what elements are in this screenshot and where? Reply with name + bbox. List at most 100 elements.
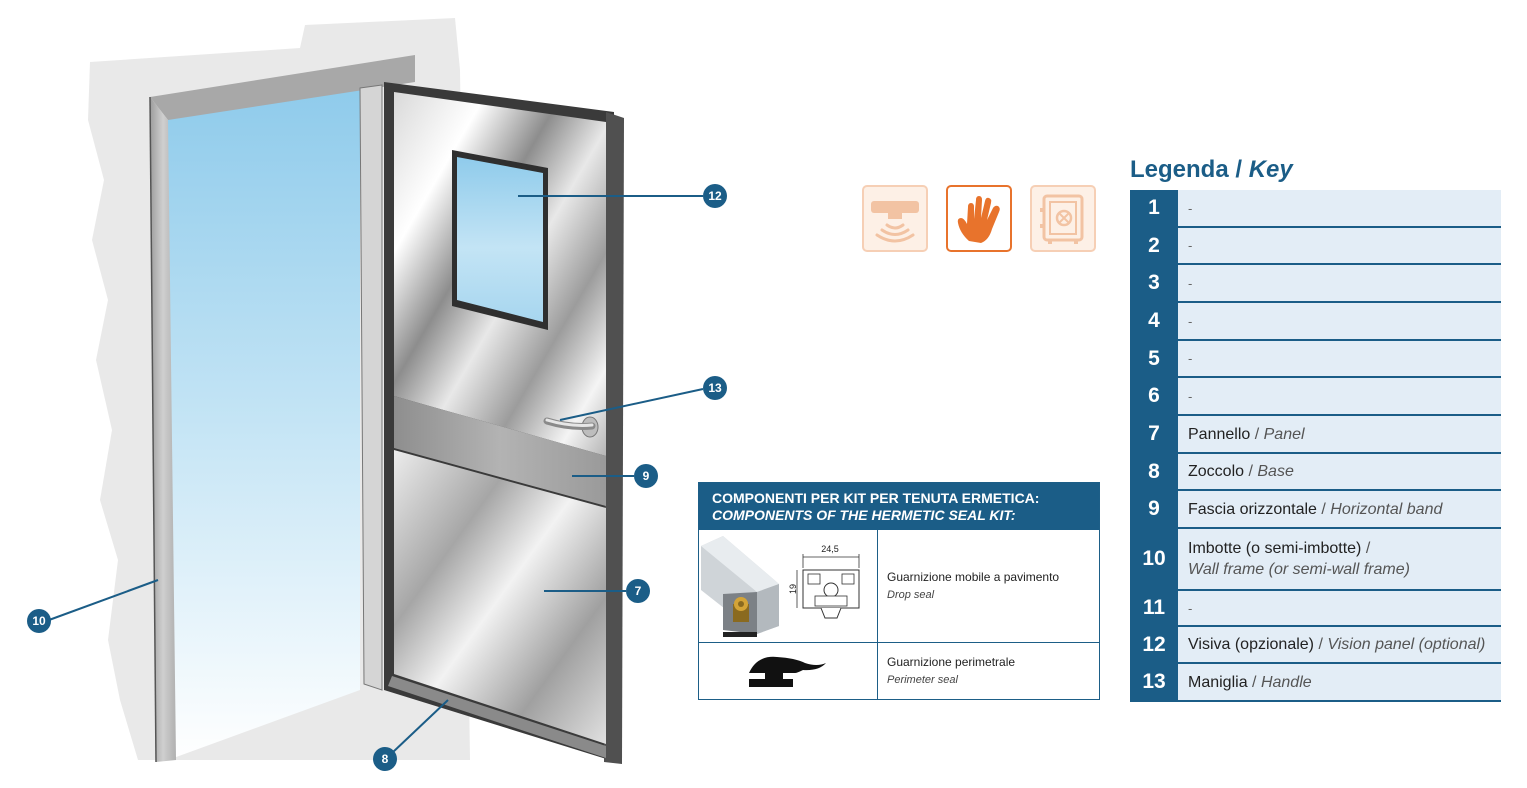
- wall-frame-left: [150, 97, 176, 762]
- legend-row-2: 2-: [1130, 228, 1501, 265]
- safe-lock-icon: [1030, 185, 1096, 252]
- legend-number: 9: [1130, 491, 1178, 527]
- callout-12: 12: [703, 184, 727, 208]
- svg-text:9: 9: [643, 469, 650, 483]
- legend-number: 1: [1130, 190, 1178, 226]
- legend-number: 11: [1130, 591, 1178, 625]
- wall-frame-top: [150, 55, 415, 120]
- legend-number: 12: [1130, 627, 1178, 662]
- svg-text:13: 13: [708, 381, 722, 395]
- proximity-sensor-icon: [862, 185, 928, 252]
- legend-label-it: -: [1188, 351, 1193, 366]
- legend-description: -: [1178, 265, 1501, 301]
- perimeter-seal-image: [699, 643, 878, 699]
- door-base: [388, 676, 606, 758]
- legend-label-it: -: [1188, 313, 1193, 329]
- legend-title: Legenda / Key: [1130, 156, 1293, 183]
- drop-seal-image: 24,5 19: [699, 530, 878, 642]
- perimeter-seal-name-it: Guarnizione perimetrale: [887, 655, 1016, 669]
- legend-description: Imbotte (o semi-imbotte) /Wall frame (or…: [1178, 529, 1501, 589]
- legend-label-it: -: [1188, 200, 1193, 216]
- horizontal-band: [394, 396, 606, 506]
- drop-seal-name-en: Drop seal: [887, 589, 935, 601]
- legend-row-13: 13 Maniglia / Handle: [1130, 664, 1501, 702]
- legend-number: 5: [1130, 341, 1178, 376]
- legend-label-it: Fascia orizzontale: [1188, 500, 1317, 518]
- perimeter-seal-name-en: Perimeter seal: [887, 674, 958, 686]
- legend-label-it: -: [1188, 275, 1193, 291]
- legend-label-it: -: [1188, 600, 1193, 616]
- legend-label-it: Imbotte (o semi-imbotte): [1188, 540, 1362, 557]
- seal-kit-header: COMPONENTI PER KIT PER TENUTA ERMETICA: …: [699, 483, 1099, 530]
- drop-seal-height-dim: 19: [788, 584, 798, 594]
- svg-text:12: 12: [708, 189, 722, 203]
- legend-description: -: [1178, 228, 1501, 263]
- seal-kit-table: COMPONENTI PER KIT PER TENUTA ERMETICA: …: [698, 482, 1100, 700]
- legend-label-en: Wall frame (or semi-wall frame): [1188, 561, 1410, 578]
- door-handle: [543, 416, 599, 438]
- svg-text:10: 10: [32, 614, 46, 628]
- legend-description: Pannello / Panel: [1188, 425, 1305, 443]
- legend-row-12: 12 Visiva (opzionale) / Vision panel (opt…: [1130, 627, 1501, 664]
- door-edge-side: [604, 112, 624, 764]
- callout-8: 8: [373, 747, 397, 771]
- legend-row-11: 11-: [1130, 591, 1501, 627]
- legend-label-en: Handle: [1260, 673, 1312, 691]
- legend-number: 2: [1130, 228, 1178, 263]
- legend-label-en: Vision panel (optional): [1327, 636, 1486, 653]
- legend-number: 7: [1130, 416, 1178, 452]
- legend-row-6: 6-: [1130, 378, 1501, 416]
- legend-description: -: [1178, 378, 1501, 414]
- legend-label-it: -: [1188, 238, 1193, 253]
- legend-row-7: 7 Pannello / Panel: [1130, 416, 1501, 454]
- callout-10: 10: [27, 609, 51, 633]
- svg-text:8: 8: [382, 752, 389, 766]
- legend-number: 4: [1130, 303, 1178, 339]
- hand-icon: [946, 185, 1012, 252]
- seal-row-drop-seal: 24,5 19 Guarnizione mobile a pavimento D…: [699, 530, 1099, 643]
- callout-13: 13: [703, 376, 727, 400]
- legend-description: -: [1178, 303, 1501, 339]
- legend-row-1: 1-: [1130, 190, 1501, 228]
- drop-seal-name-it: Guarnizione mobile a pavimento: [887, 570, 1060, 584]
- legend-label-it: -: [1188, 388, 1193, 404]
- legend-number: 10: [1130, 529, 1178, 589]
- legend-label-en: Horizontal band: [1330, 500, 1443, 518]
- legend-label-it: Pannello: [1188, 425, 1251, 443]
- legend-label-en: Base: [1257, 463, 1294, 480]
- door-panel-lower: [394, 450, 606, 744]
- legend-row-4: 4-: [1130, 303, 1501, 341]
- legend-row-3: 3-: [1130, 265, 1501, 303]
- legend-number: 3: [1130, 265, 1178, 301]
- legend-row-5: 5-: [1130, 341, 1501, 378]
- legend-description: Maniglia / Handle: [1188, 673, 1312, 691]
- callout-7: 7: [626, 579, 650, 603]
- legend-description: Zoccolo / Base: [1188, 463, 1294, 480]
- legend-number: 8: [1130, 454, 1178, 489]
- drop-seal-text: Guarnizione mobile a pavimento Drop seal: [878, 530, 1059, 642]
- legend-description: -: [1178, 341, 1501, 376]
- callout-9: 9: [634, 464, 658, 488]
- perimeter-seal-text: Guarnizione perimetrale Perimeter seal: [878, 643, 1015, 699]
- legend-number: 6: [1130, 378, 1178, 414]
- hinge-jamb: [359, 84, 383, 691]
- legend-number: 13: [1130, 664, 1178, 700]
- legend-label-it: Maniglia: [1188, 673, 1248, 691]
- legend-description: Visiva (opzionale) / Vision panel (optio…: [1188, 636, 1486, 653]
- vision-panel-glass: [457, 157, 543, 322]
- legend-label-it: Zoccolo: [1188, 463, 1245, 480]
- seal-kit-title-it: COMPONENTI PER KIT PER TENUTA ERMETICA:: [712, 490, 1040, 506]
- door-opening: [168, 88, 360, 760]
- svg-text:7: 7: [635, 584, 642, 598]
- seal-row-perimeter-seal: Guarnizione perimetrale Perimeter seal: [699, 643, 1099, 699]
- drop-seal-width-dim: 24,5: [821, 544, 839, 554]
- legend-description: -: [1178, 591, 1501, 625]
- legend-label-it: Visiva (opzionale): [1188, 636, 1314, 653]
- legend-row-8: 8 Zoccolo / Base: [1130, 454, 1501, 491]
- legend-label-en: Panel: [1263, 425, 1305, 443]
- seal-kit-title-en: COMPONENTS OF THE HERMETIC SEAL KIT:: [712, 507, 1016, 523]
